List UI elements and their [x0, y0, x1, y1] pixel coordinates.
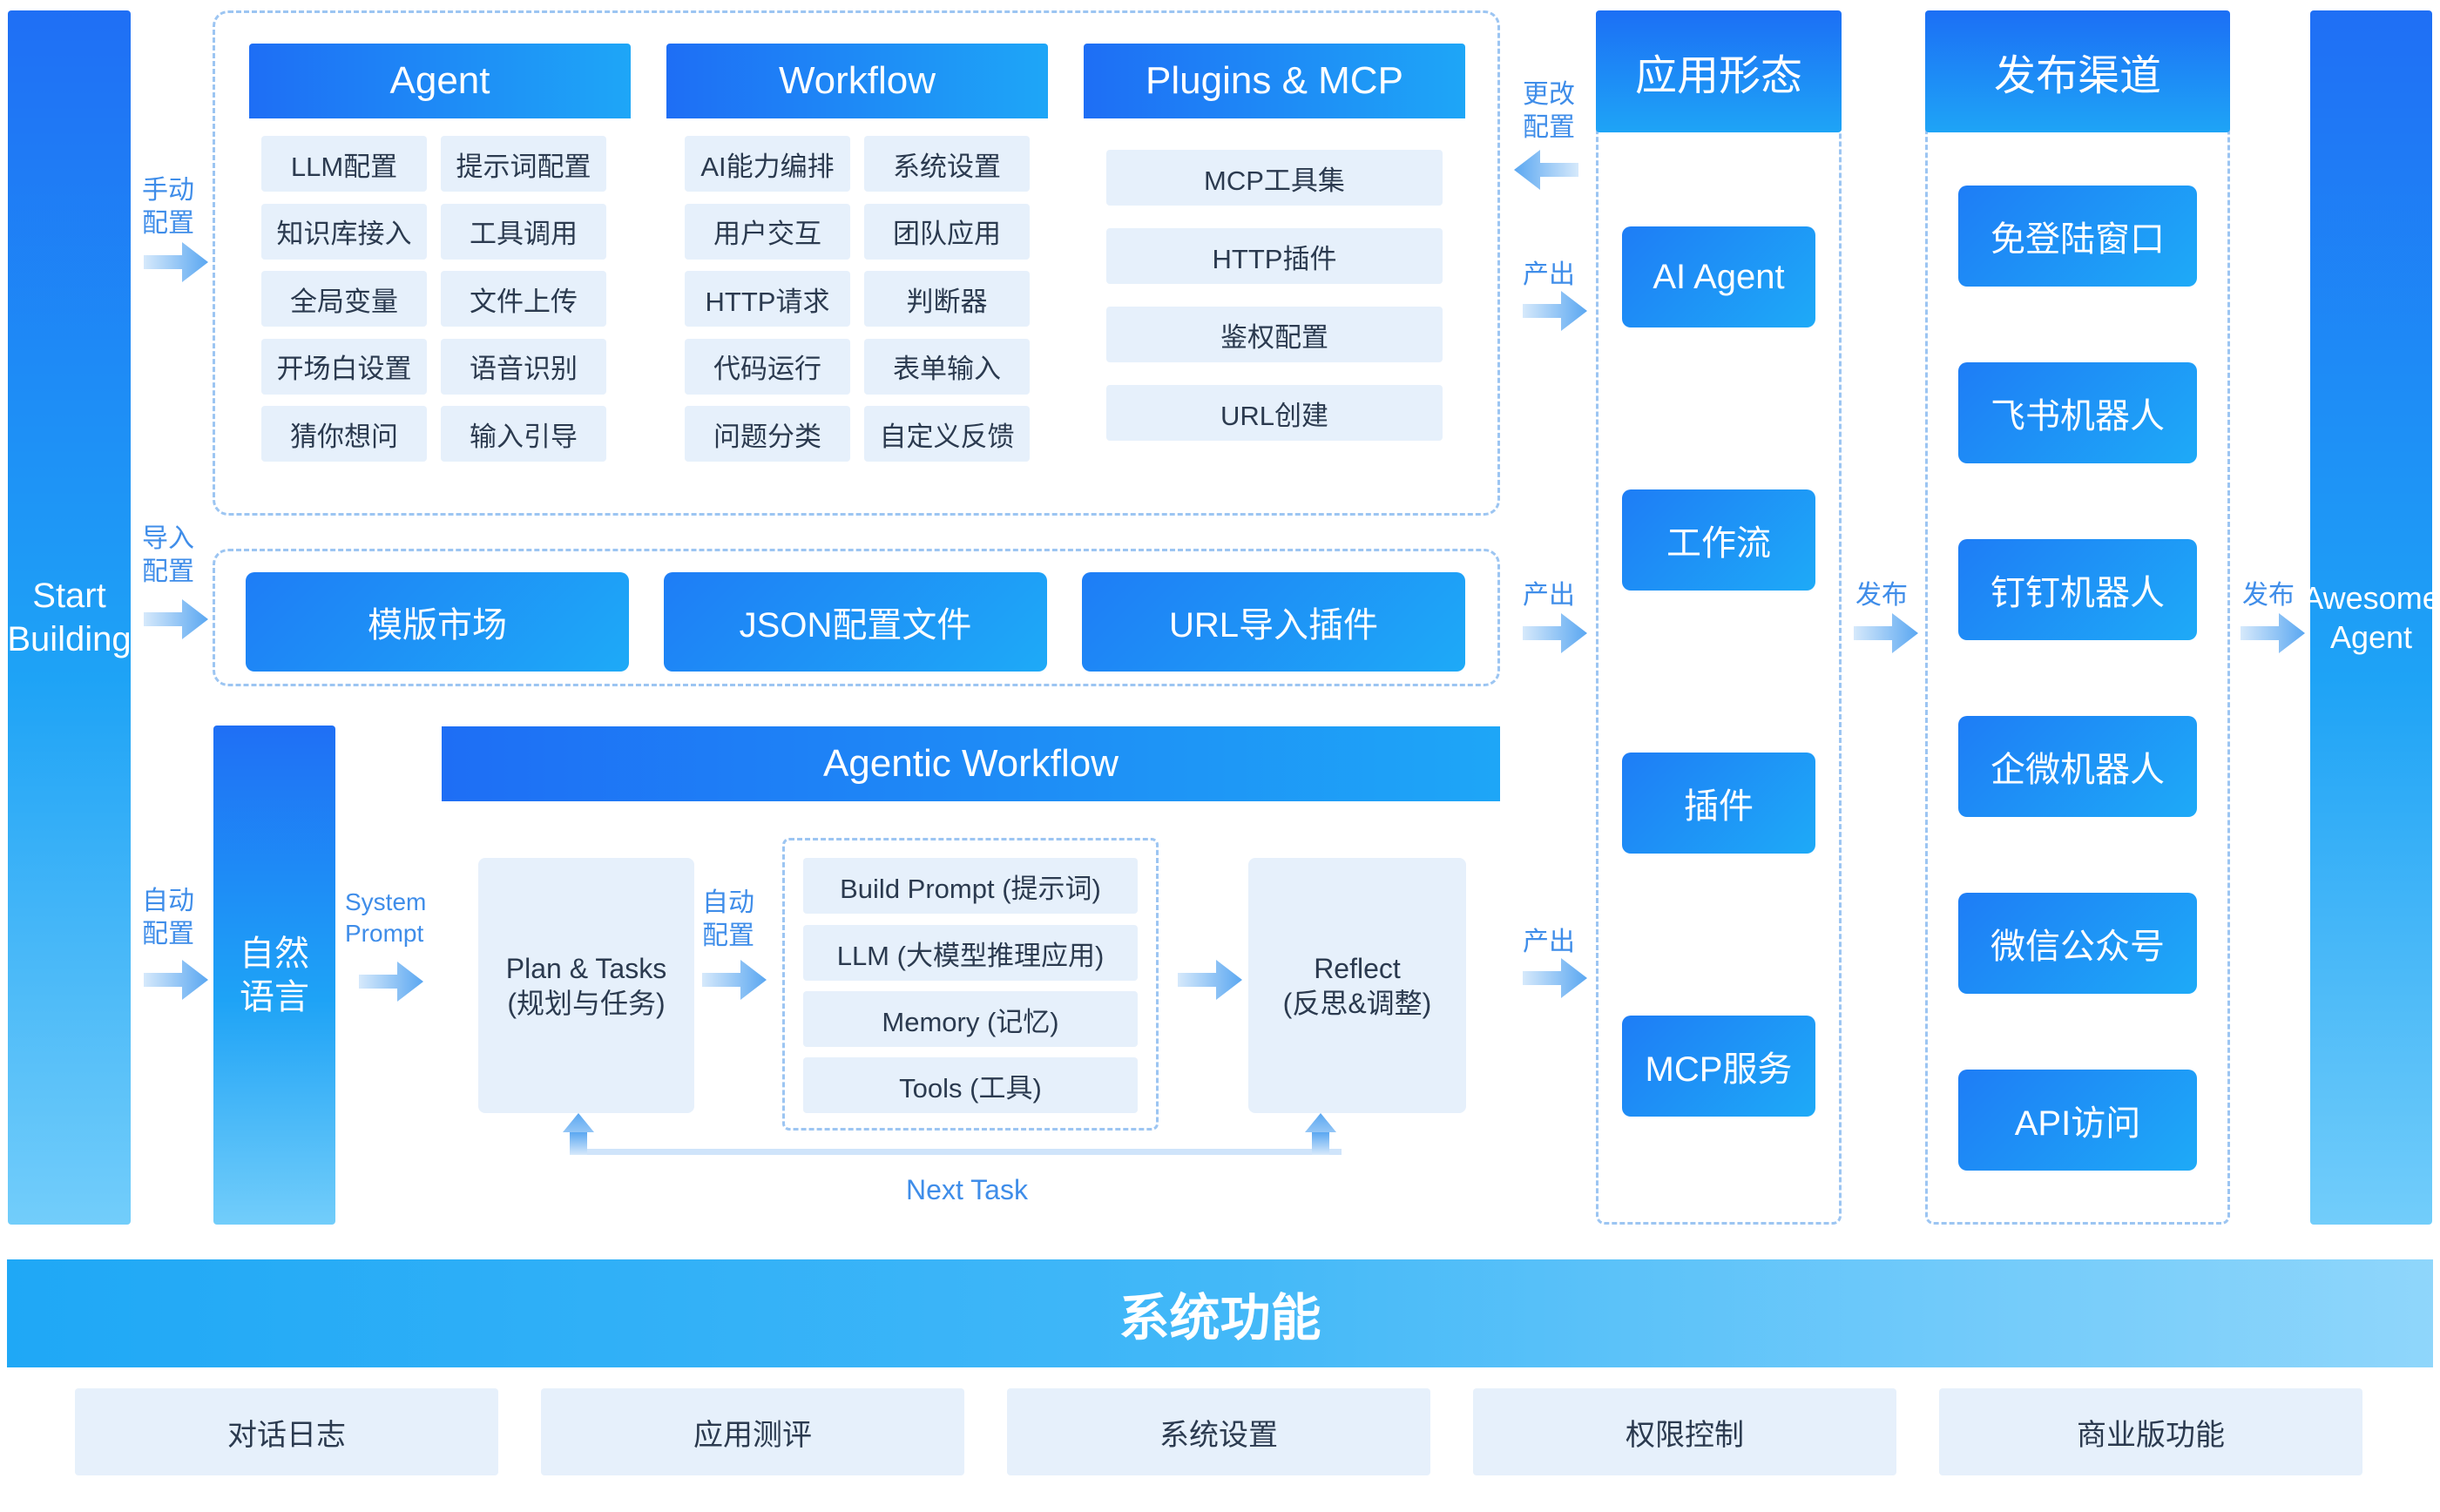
- system-function-item: 商业版功能: [1939, 1388, 2362, 1475]
- natural-language-box: 自然 语言: [213, 726, 335, 1225]
- to-reflect-arrow-icon: [1178, 958, 1244, 1002]
- manual-config-region: [213, 10, 1500, 516]
- agent-feature-item: 语音识别: [441, 338, 606, 395]
- channel-item: 钉钉机器人: [1958, 539, 2197, 640]
- app-form-region: [1596, 87, 1842, 1225]
- auto-arrow-icon: [144, 958, 210, 1002]
- plan-tasks-box: Plan & Tasks (规划与任务): [478, 858, 694, 1113]
- app-form-title: 应用形态: [1596, 10, 1842, 132]
- channels-region: [1925, 87, 2230, 1225]
- template-market-card: 模版市场: [246, 572, 629, 672]
- agent-feature-item: 文件上传: [441, 271, 606, 327]
- agent-feature-item: 提示词配置: [441, 136, 606, 192]
- url-import-card: URL导入插件: [1082, 572, 1465, 672]
- next-task-label: Next Task: [906, 1174, 1028, 1205]
- manual-arrow-icon: [144, 240, 210, 284]
- channel-item: 微信公众号: [1958, 893, 2197, 994]
- start-building-bar: Start Building: [7, 10, 132, 1225]
- output-arrow-3-icon: [1523, 956, 1589, 1000]
- plugins-panel-title: Plugins & MCP: [1084, 44, 1465, 118]
- publish-label-1: 发布: [1855, 581, 1908, 610]
- workflow-feature-item: AI能力编排: [685, 136, 850, 192]
- publish-arrow-2-icon: [2241, 611, 2307, 655]
- system-function-item: 权限控制: [1473, 1388, 1896, 1475]
- plugins-feature-item: URL创建: [1106, 385, 1443, 441]
- agentic-core-region: [782, 838, 1159, 1131]
- next-task-loop-arrow-icon: [563, 1113, 1342, 1155]
- workflow-feature-item: 自定义反馈: [864, 406, 1030, 462]
- reflect-box: Reflect (反思&调整): [1248, 858, 1466, 1113]
- agentic-workflow-title: Agentic Workflow: [442, 726, 1500, 801]
- output-label-1: 产出: [1523, 260, 1575, 289]
- workflow-feature-item: 表单输入: [864, 338, 1030, 395]
- system-prompt-label: System Prompt: [345, 888, 427, 947]
- agent-feature-item: 开场白设置: [261, 338, 427, 395]
- app-form-item: AI Agent: [1622, 226, 1815, 327]
- plugins-feature-item: HTTP插件: [1106, 228, 1443, 284]
- output-label-2: 产出: [1523, 581, 1575, 610]
- publish-arrow-1-icon: [1854, 611, 1920, 655]
- channel-item: 飞书机器人: [1958, 362, 2197, 463]
- app-form-item: 工作流: [1622, 489, 1815, 591]
- manual-config-label: 手动 配置: [142, 176, 194, 238]
- channel-item: 企微机器人: [1958, 716, 2197, 817]
- system-functions-bar: 系统功能: [7, 1259, 2433, 1367]
- output-arrow-1-icon: [1523, 289, 1589, 333]
- agent-feature-item: 猜你想问: [261, 406, 427, 462]
- import-config-region: [213, 549, 1500, 686]
- workflow-panel-title: Workflow: [666, 44, 1048, 118]
- auto-config-label: 自动 配置: [142, 887, 194, 948]
- workflow-feature-item: 问题分类: [685, 406, 850, 462]
- system-function-item: 应用测评: [541, 1388, 964, 1475]
- import-arrow-icon: [144, 597, 210, 641]
- system-function-item: 对话日志: [75, 1388, 498, 1475]
- app-form-item: MCP服务: [1622, 1016, 1815, 1117]
- agent-feature-item: 知识库接入: [261, 203, 427, 260]
- tools-item: Tools (工具): [803, 1057, 1138, 1113]
- import-config-label: 导入 配置: [142, 524, 194, 586]
- agent-feature-item: 工具调用: [441, 203, 606, 260]
- agentic-auto-arrow-icon: [702, 958, 768, 1002]
- channel-item: API访问: [1958, 1070, 2197, 1171]
- json-config-card: JSON配置文件: [664, 572, 1047, 672]
- agent-feature-item: LLM配置: [261, 136, 427, 192]
- memory-item: Memory (记忆): [803, 991, 1138, 1047]
- workflow-feature-item: 代码运行: [685, 338, 850, 395]
- change-config-arrow-icon: [1512, 148, 1578, 192]
- llm-item: LLM (大模型推理应用): [803, 925, 1138, 981]
- workflow-feature-item: 判断器: [864, 271, 1030, 327]
- workflow-feature-item: 团队应用: [864, 203, 1030, 260]
- awesome-agent-bar: Awesome Agent: [2302, 10, 2440, 1225]
- plugins-feature-item: 鉴权配置: [1106, 307, 1443, 362]
- workflow-feature-item: 用户交互: [685, 203, 850, 260]
- build-prompt-item: Build Prompt (提示词): [803, 858, 1138, 914]
- plugins-feature-item: MCP工具集: [1106, 150, 1443, 206]
- system-prompt-arrow-icon: [359, 960, 425, 1003]
- app-form-item: 插件: [1622, 753, 1815, 854]
- output-arrow-2-icon: [1523, 611, 1589, 655]
- channel-item: 免登陆窗口: [1958, 186, 2197, 287]
- agent-panel-title: Agent: [249, 44, 631, 118]
- workflow-feature-item: HTTP请求: [685, 271, 850, 327]
- workflow-feature-item: 系统设置: [864, 136, 1030, 192]
- agentic-auto-config-label: 自动 配置: [702, 888, 754, 950]
- system-function-item: 系统设置: [1007, 1388, 1430, 1475]
- agent-feature-item: 全局变量: [261, 271, 427, 327]
- change-config-label: 更改 配置: [1523, 80, 1575, 142]
- agent-feature-item: 输入引导: [441, 406, 606, 462]
- output-label-3: 产出: [1523, 928, 1575, 956]
- publish-label-2: 发布: [2242, 581, 2295, 610]
- channels-title: 发布渠道: [1925, 10, 2230, 132]
